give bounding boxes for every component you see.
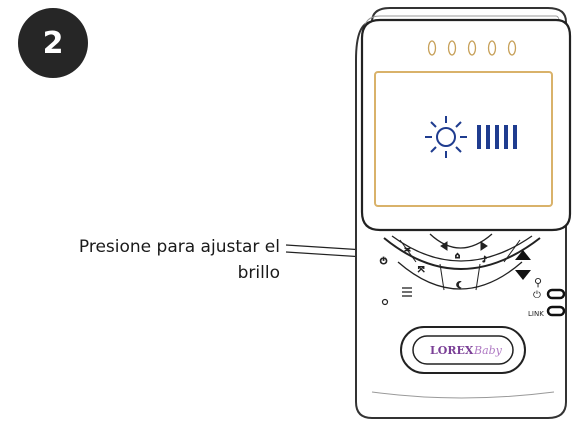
search-icon[interactable]: ⚲ xyxy=(534,276,542,289)
link-label: LINK xyxy=(528,310,544,318)
led-dot xyxy=(507,40,517,56)
led-dot xyxy=(487,40,497,56)
dial-icons: ⌂ ♪ ≍ ⤧ ☾ ⏻ xyxy=(380,241,488,292)
power-icon: ⏻ xyxy=(533,290,541,301)
music-icon[interactable]: ♪ xyxy=(482,255,488,265)
zoom-icon[interactable]: ⌂ xyxy=(455,251,461,261)
step-number: 2 xyxy=(42,25,64,61)
device-bottom-edge xyxy=(371,391,555,399)
right-arrow-icon[interactable] xyxy=(480,241,488,251)
level-bar xyxy=(504,125,508,149)
control-dial[interactable] xyxy=(383,233,541,291)
left-arrow-icon[interactable] xyxy=(440,241,448,251)
led-dot xyxy=(467,40,477,56)
menu-icon[interactable] xyxy=(402,287,412,297)
logo-button-inner xyxy=(412,335,514,365)
talk-icon[interactable]: ≍ xyxy=(404,245,412,255)
arrows-icon[interactable]: ⤧ xyxy=(418,265,426,275)
level-bar xyxy=(486,125,490,149)
power-indicator xyxy=(546,288,566,300)
level-bar xyxy=(495,125,499,149)
microphone-hole xyxy=(381,298,389,306)
brand-logo-text: LOREX xyxy=(430,344,474,357)
lcd-screen xyxy=(374,71,553,207)
level-bar xyxy=(477,125,481,149)
brightness-level-bars xyxy=(477,125,517,149)
callout-line-2: brillo xyxy=(237,263,280,283)
led-dot xyxy=(447,40,457,56)
brightness-up-button[interactable] xyxy=(515,250,531,260)
brightness-sun-icon xyxy=(425,116,467,158)
brightness-down-button[interactable] xyxy=(515,270,531,280)
link-indicator xyxy=(546,305,566,317)
camera-led-row xyxy=(427,40,517,56)
night-mode-icon[interactable]: ☾ xyxy=(456,281,465,292)
callout-line-1: Presione para ajustar el xyxy=(78,237,280,257)
step-number-badge: 2 xyxy=(18,8,88,78)
level-bar xyxy=(513,125,517,149)
callout-text: Presione para ajustar el brillo xyxy=(20,234,280,286)
power-small-icon: ⏻ xyxy=(380,256,387,267)
led-dot xyxy=(427,40,437,56)
brand-logo-sub: Baby xyxy=(473,344,503,357)
